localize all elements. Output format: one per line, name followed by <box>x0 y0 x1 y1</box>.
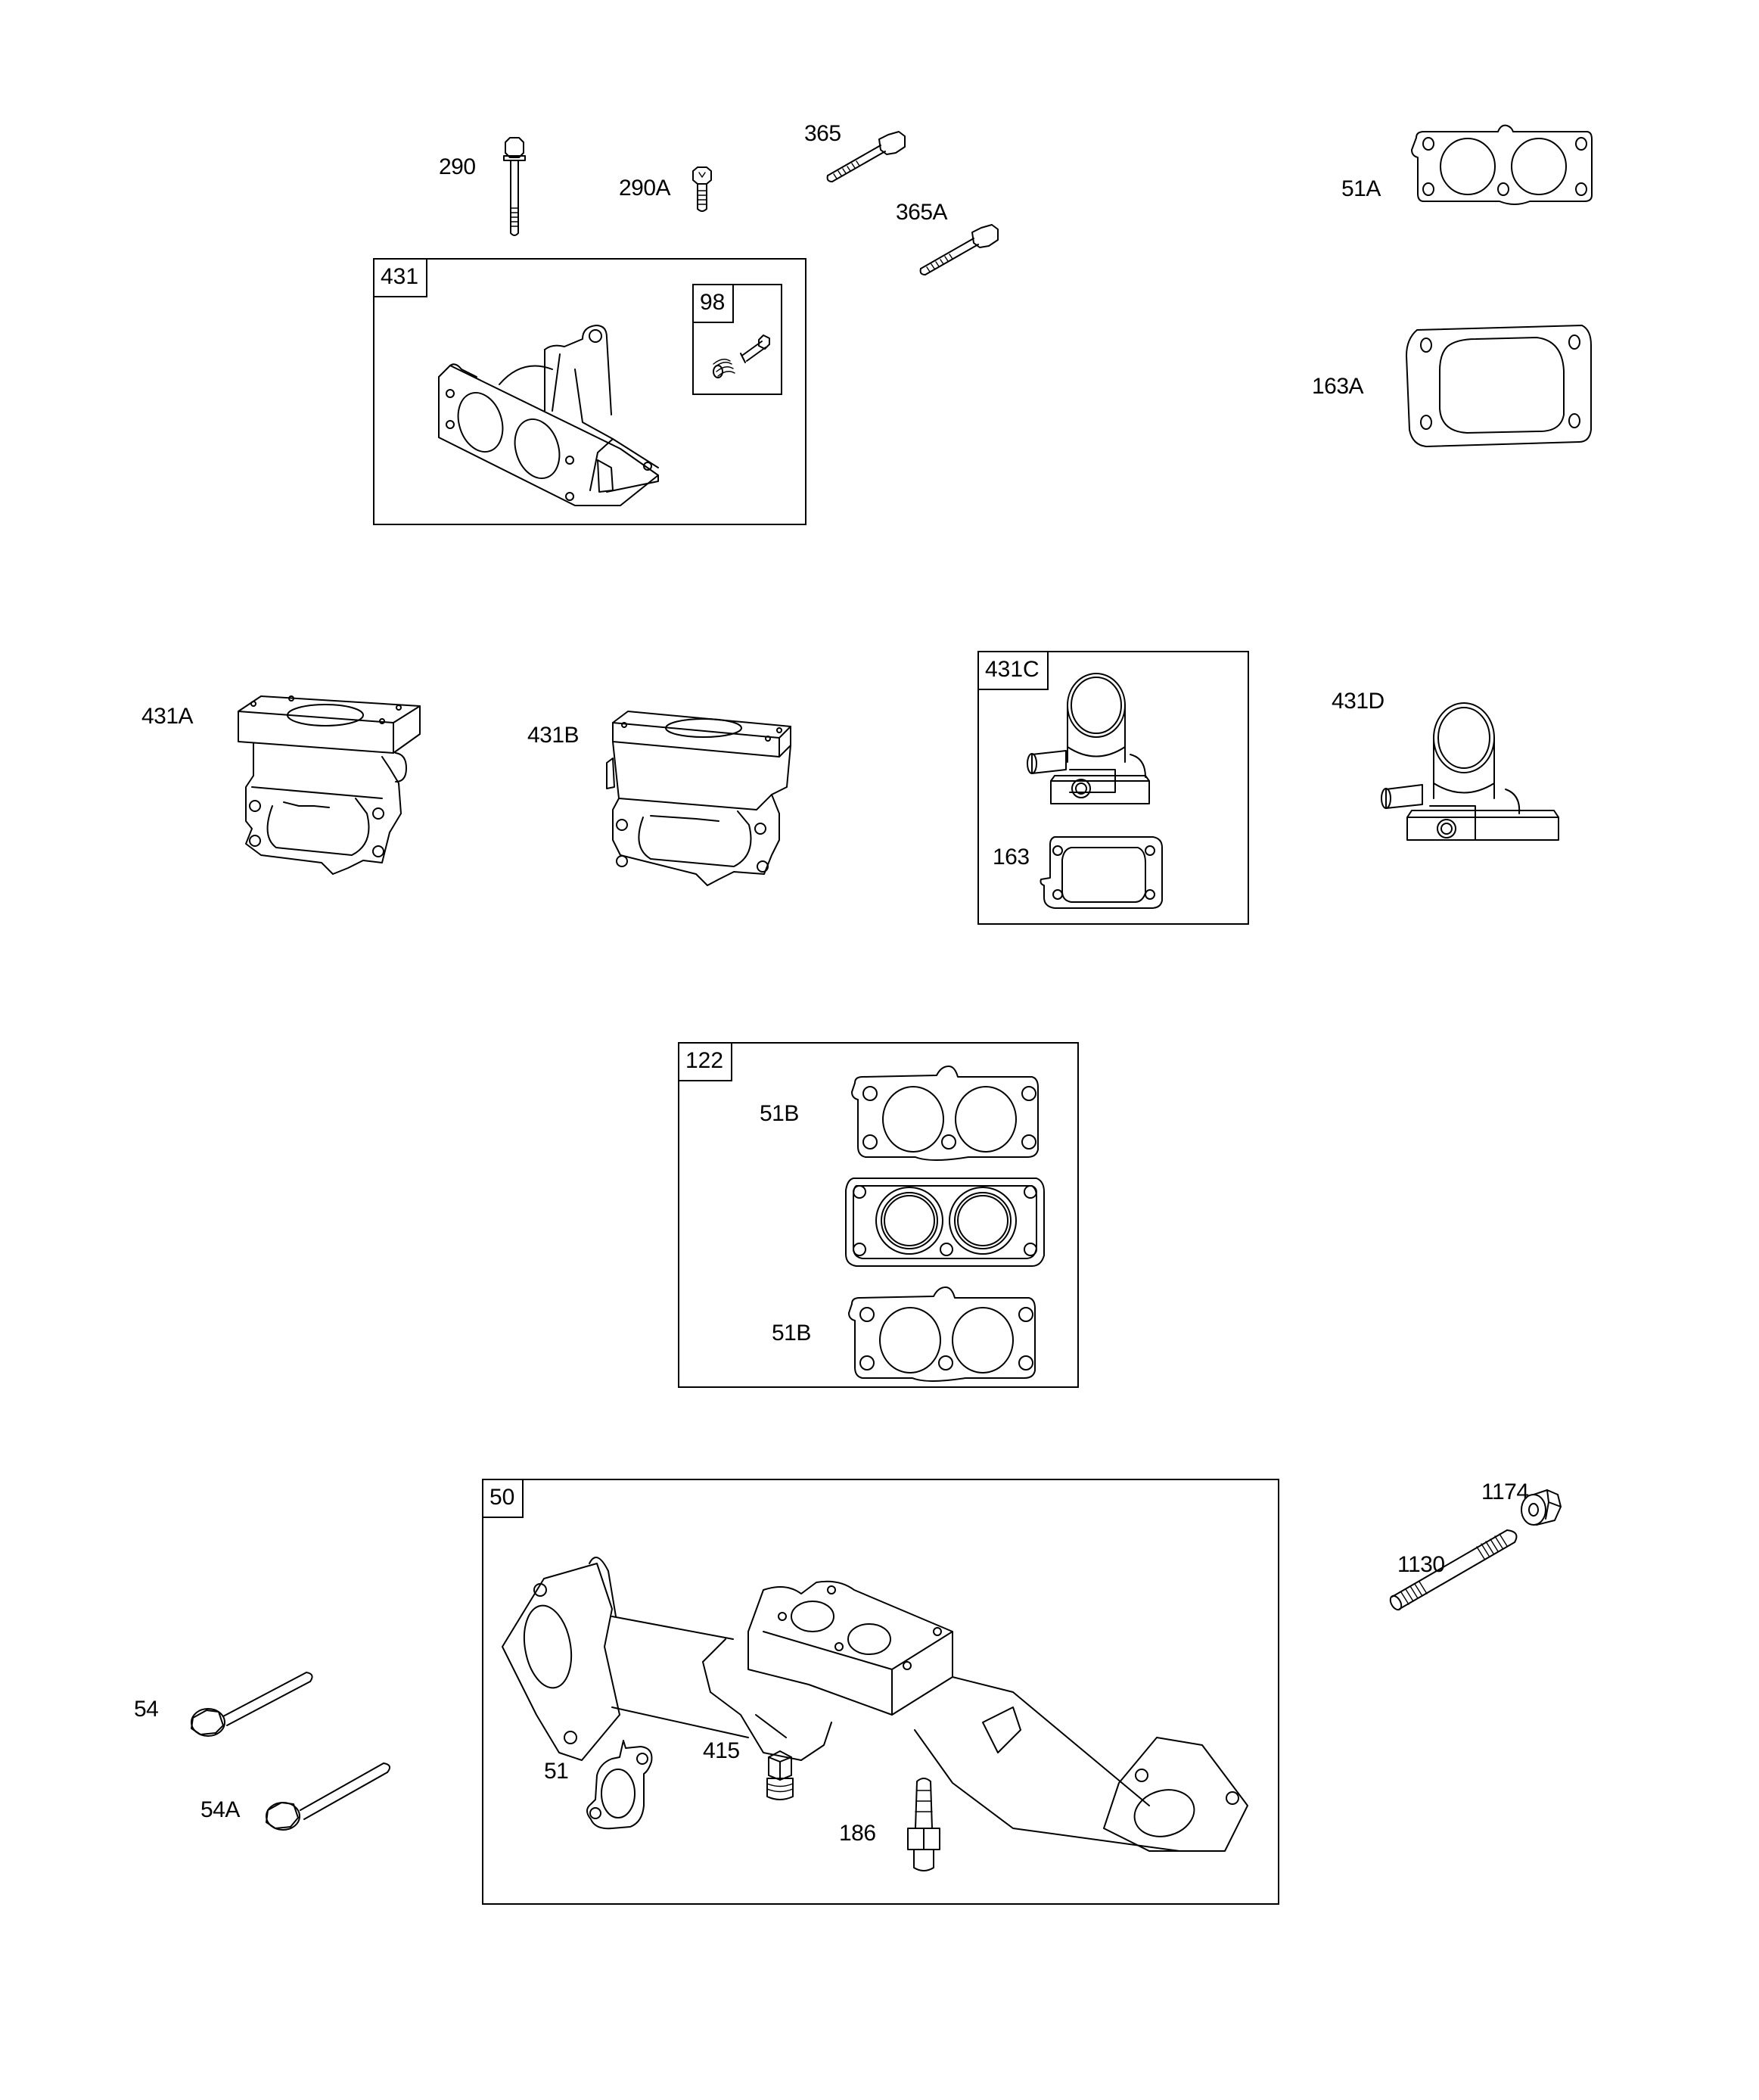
hex-flange-bolt-icon[interactable] <box>185 1665 318 1741</box>
kit-431C-box: 431C 163 <box>977 651 1249 925</box>
callout-163A[interactable]: 163A <box>1312 374 1364 399</box>
hose-fitting-icon[interactable] <box>905 1775 943 1874</box>
intake-adapter-icon[interactable] <box>231 692 427 878</box>
dual-port-gasket-icon[interactable] <box>843 1174 1047 1272</box>
callout-365[interactable]: 365 <box>804 121 841 146</box>
kit-50-box: 50 51 415 186 <box>482 1479 1279 1905</box>
kit-122-box: 122 51B 51B <box>678 1042 1079 1388</box>
intake-adapter-icon[interactable] <box>605 704 802 889</box>
callout-290[interactable]: 290 <box>439 154 476 179</box>
callout-290A[interactable]: 290A <box>619 176 671 201</box>
oval-gasket-icon[interactable] <box>1403 324 1593 449</box>
kit-431C-tag[interactable]: 431C <box>977 651 1049 690</box>
callout-431B[interactable]: 431B <box>527 723 580 748</box>
kit-50-tag[interactable]: 50 <box>482 1479 524 1518</box>
callout-431D[interactable]: 431D <box>1332 689 1385 714</box>
dual-port-gasket-icon[interactable] <box>844 1286 1041 1386</box>
hex-flange-bolt-icon[interactable] <box>499 136 530 238</box>
callout-186[interactable]: 186 <box>839 1821 876 1846</box>
callout-51[interactable]: 51 <box>544 1759 569 1784</box>
oval-gasket-icon[interactable] <box>1040 832 1168 912</box>
callout-431A[interactable]: 431A <box>141 704 194 729</box>
hex-flange-bolt-icon[interactable] <box>826 129 909 182</box>
dual-port-gasket-icon[interactable] <box>582 1738 665 1832</box>
hex-flange-bolt-icon[interactable] <box>688 166 716 213</box>
dual-port-gasket-icon[interactable] <box>1409 124 1594 208</box>
callout-54A[interactable]: 54A <box>200 1797 240 1822</box>
hex-flange-bolt-icon[interactable] <box>709 331 770 380</box>
kit-122-tag[interactable]: 122 <box>678 1042 733 1081</box>
callout-51B-top[interactable]: 51B <box>760 1101 799 1126</box>
intake-elbow-icon[interactable] <box>1027 671 1210 823</box>
callout-51A[interactable]: 51A <box>1341 176 1381 201</box>
callout-415[interactable]: 415 <box>703 1738 740 1763</box>
threaded-stud-icon[interactable] <box>1386 1521 1522 1616</box>
callout-163[interactable]: 163 <box>993 845 1030 870</box>
callout-54[interactable]: 54 <box>134 1697 159 1722</box>
callout-365A[interactable]: 365A <box>896 200 948 225</box>
kit-98-box: 98 <box>692 284 782 395</box>
throttle-body-icon[interactable] <box>431 316 673 513</box>
pipe-plug-icon[interactable] <box>761 1750 799 1803</box>
hex-flange-bolt-icon[interactable] <box>919 222 1002 275</box>
kit-98-tag[interactable]: 98 <box>692 284 735 323</box>
callout-51B-bottom[interactable]: 51B <box>772 1321 811 1346</box>
callout-1174[interactable]: 1174 <box>1481 1479 1529 1504</box>
dual-port-gasket-icon[interactable] <box>847 1066 1044 1165</box>
hex-flange-bolt-icon[interactable] <box>259 1750 395 1833</box>
callout-1130[interactable]: 1130 <box>1397 1552 1445 1577</box>
intake-elbow-icon[interactable] <box>1381 700 1574 848</box>
intake-manifold-icon[interactable] <box>499 1533 1270 1852</box>
kit-431-box: 431 98 <box>373 258 806 525</box>
flange-nut-icon[interactable] <box>1517 1487 1562 1529</box>
kit-431-tag[interactable]: 431 <box>373 258 428 297</box>
